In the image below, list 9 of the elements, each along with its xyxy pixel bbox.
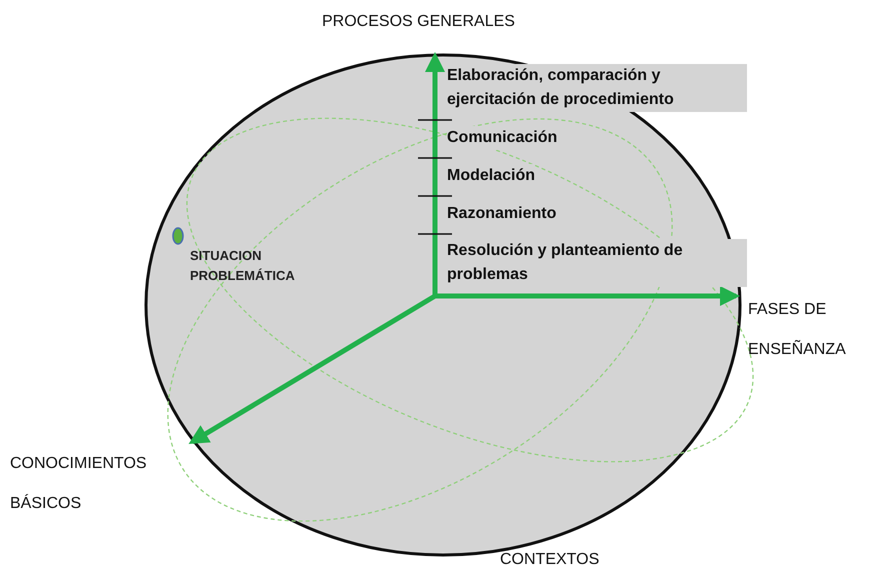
list-item-text: Elaboración, comparación y ejercitación de procedimiento bbox=[447, 64, 747, 112]
axis-caption: SITUACION PROBLEMÁTICA bbox=[190, 247, 296, 285]
axis-label: CONTEXTOS bbox=[500, 550, 600, 570]
list-item-text: Resolución y planteamiento de problemas bbox=[447, 239, 747, 287]
list-item-text: Comunicación bbox=[447, 126, 558, 150]
axis-label: PROCESOS GENERALES bbox=[322, 12, 515, 32]
axis-label: CONOCIMIENTOS BÁSICOS bbox=[10, 454, 148, 514]
small-oval-marker bbox=[172, 227, 184, 245]
axis-label: FASES DE ENSEÑANZA bbox=[748, 300, 847, 360]
